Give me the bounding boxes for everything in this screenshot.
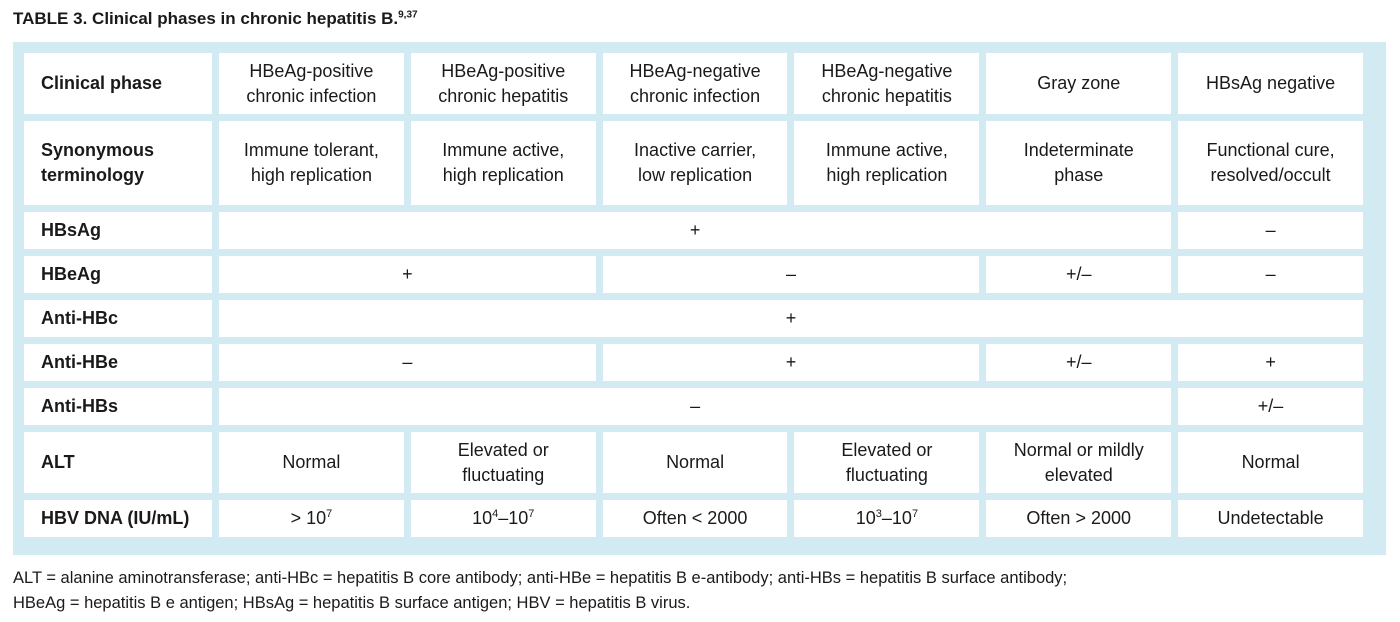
- table-row-anti-hbs: Anti-HBs – +/–: [24, 388, 1363, 425]
- hbeag-cell-phases-1-2: +: [219, 256, 596, 293]
- hbv-dna-cell-2: 104–107: [410, 500, 596, 537]
- table-row-hbv-dna: HBV DNA (IU/mL) > 107 104–107 Often < 20…: [24, 500, 1363, 537]
- synonym-cell-1: Immune tolerant,high replication: [219, 121, 404, 205]
- anti-hbs-cell-phases-1-5: –: [219, 388, 1172, 425]
- synonym-cell-6: Functional cure,resolved/occult: [1178, 121, 1363, 205]
- row-header-clinical-phase: Clinical phase: [24, 53, 212, 114]
- hbsag-cell-phases-1-5: +: [219, 212, 1172, 249]
- hbv-dna-cell-1: > 107: [219, 500, 404, 537]
- synonym-cell-4: Immune active,high replication: [794, 121, 980, 205]
- footnote-line-1: ALT = alanine aminotransferase; anti-HBc…: [13, 569, 1068, 587]
- anti-hbs-cell-phase-6: +/–: [1178, 388, 1363, 425]
- table-title: Clinical phases in chronic hepatitis B.: [92, 9, 399, 28]
- anti-hbe-cell-phases-1-2: –: [219, 344, 596, 381]
- table-references: 9,37: [398, 9, 418, 21]
- alt-cell-6: Normal: [1178, 432, 1363, 493]
- hbeag-cell-phase-6: –: [1178, 256, 1363, 293]
- alt-cell-3: Normal: [602, 432, 788, 493]
- table-row-hbeag: HBeAg + – +/– –: [24, 256, 1363, 293]
- table-label: TABLE 3.: [13, 9, 88, 28]
- hbv-dna-cell-6: Undetectable: [1178, 500, 1363, 537]
- row-header-anti-hbs: Anti-HBs: [24, 388, 212, 425]
- hbv-dna-cell-4: 103–107: [794, 500, 980, 537]
- table-footnote: ALT = alanine aminotransferase; anti-HBc…: [13, 566, 1393, 616]
- synonym-cell-2: Immune active,high replication: [410, 121, 596, 205]
- phase-header-6: HBsAg negative: [1178, 53, 1363, 114]
- anti-hbc-cell-all-phases: +: [219, 300, 1363, 337]
- hbsag-cell-phase-6: –: [1178, 212, 1363, 249]
- row-header-hbv-dna: HBV DNA (IU/mL): [24, 500, 212, 537]
- footnote-line-2: HBeAg = hepatitis B e antigen; HBsAg = h…: [13, 594, 691, 612]
- synonym-cell-3: Inactive carrier,low replication: [602, 121, 788, 205]
- row-header-anti-hbe: Anti-HBe: [24, 344, 212, 381]
- row-header-hbeag: HBeAg: [24, 256, 212, 293]
- row-header-anti-hbc: Anti-HBc: [24, 300, 212, 337]
- table-row-anti-hbe: Anti-HBe – + +/– +: [24, 344, 1363, 381]
- row-header-alt: ALT: [24, 432, 212, 493]
- anti-hbe-cell-phase-5: +/–: [986, 344, 1172, 381]
- table-row-hbsag: HBsAg + –: [24, 212, 1363, 249]
- table-row-anti-hbc: Anti-HBc +: [24, 300, 1363, 337]
- hbeag-cell-phases-3-4: –: [602, 256, 980, 293]
- hbv-dna-cell-5: Often > 2000: [986, 500, 1172, 537]
- hbeag-cell-phase-5: +/–: [986, 256, 1172, 293]
- row-header-hbsag: HBsAg: [24, 212, 212, 249]
- hbv-dna-cell-3: Often < 2000: [602, 500, 788, 537]
- phase-header-5: Gray zone: [986, 53, 1172, 114]
- anti-hbe-cell-phase-6: +: [1178, 344, 1363, 381]
- alt-cell-1: Normal: [219, 432, 404, 493]
- table-caption: TABLE 3. Clinical phases in chronic hepa…: [13, 9, 418, 29]
- anti-hbe-cell-phases-3-4: +: [602, 344, 980, 381]
